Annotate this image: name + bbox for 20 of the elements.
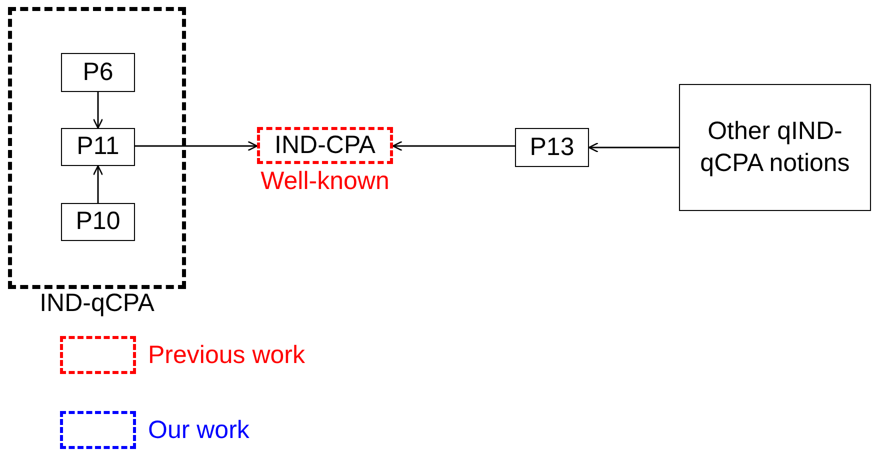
arrow [92, 92, 104, 129]
node-box [679, 84, 871, 211]
node-caption: Well-known [260, 167, 390, 196]
node-label: P13 [530, 132, 574, 163]
node-label: P6 [82, 56, 114, 88]
arrow [392, 140, 515, 152]
node-label: IND-CPA [274, 130, 376, 161]
node-label: P10 [76, 206, 120, 238]
group-heading: IND-qCPA [38, 289, 156, 318]
node-box [61, 203, 135, 241]
node-label: P11 [76, 131, 120, 162]
node-box [515, 128, 589, 167]
legend-label: Previous work [148, 340, 305, 370]
node-box [61, 53, 135, 92]
arrow [588, 142, 679, 153]
arrow [92, 165, 104, 203]
node-box [61, 128, 135, 166]
node-label: Other qIND-qCPA notions [700, 116, 850, 178]
arrow [135, 140, 258, 152]
legend-label: Our work [148, 416, 250, 444]
